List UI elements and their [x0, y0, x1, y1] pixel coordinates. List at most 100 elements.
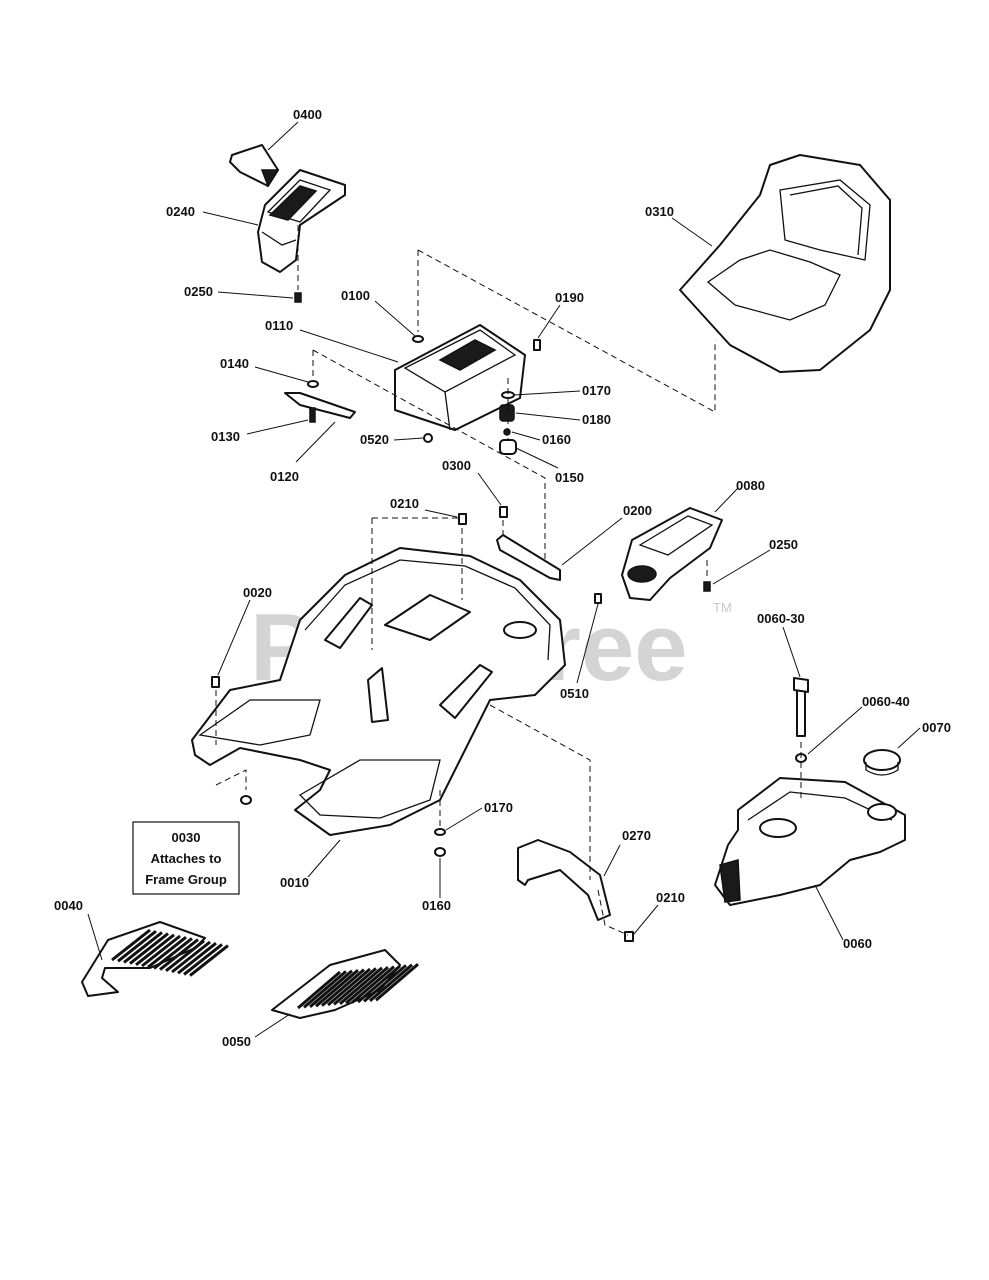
watermark-trademark: TM [713, 600, 732, 615]
tread-stripe [129, 932, 169, 965]
part-0120-seat-switch[interactable] [284, 392, 356, 419]
callout-0060-30[interactable]: 0060-30 [757, 611, 805, 626]
note-box-number: 0030 [172, 830, 201, 845]
tread-stripe [297, 970, 341, 1010]
tread-stripe [189, 944, 229, 977]
callout-labels: 0400 0240 0250 0100 0190 0110 0140 0170 … [54, 107, 951, 1049]
tread-stripe [357, 964, 401, 1004]
callout-0510[interactable]: 0510 [560, 686, 589, 701]
part-0300-screw[interactable] [499, 506, 508, 518]
callout-0400[interactable]: 0400 [293, 107, 322, 122]
part-0510-screw[interactable] [594, 593, 602, 604]
callout-0170-bottom[interactable]: 0170 [484, 800, 513, 815]
leader-lines [87, 121, 921, 1038]
tread-stripe [309, 969, 353, 1008]
callout-0060-40[interactable]: 0060-40 [862, 694, 910, 709]
callout-0120[interactable]: 0120 [270, 469, 299, 484]
part-0020-screw[interactable] [211, 676, 220, 688]
part-0210-screw-top[interactable] [458, 513, 467, 525]
tread-stripe [165, 939, 205, 972]
tread-stripe [183, 943, 223, 976]
part-0070-fuel-cap[interactable] [863, 749, 901, 776]
part-0160-nut-bottom[interactable] [434, 847, 446, 857]
callout-0200[interactable]: 0200 [623, 503, 652, 518]
callout-0040[interactable]: 0040 [54, 898, 83, 913]
callout-0100[interactable]: 0100 [341, 288, 370, 303]
part-0110-seat-bracket[interactable] [394, 324, 526, 431]
part-0180-spring[interactable] [499, 404, 515, 422]
part-0520-nut[interactable] [423, 433, 433, 443]
tread-stripe [327, 967, 371, 1007]
callout-0160-top[interactable]: 0160 [542, 432, 571, 447]
tread-stripe [303, 970, 347, 1009]
part-0170-washer-bottom[interactable] [434, 828, 446, 836]
tread-stripe [345, 966, 389, 1005]
callout-0140[interactable]: 0140 [220, 356, 249, 371]
tread-stripe [171, 940, 211, 974]
callout-0210-top[interactable]: 0210 [390, 496, 419, 511]
tread-stripe [339, 966, 383, 1005]
tread-stripe [375, 963, 419, 1002]
tread-stripe [351, 965, 395, 1004]
callout-0270[interactable]: 0270 [622, 828, 651, 843]
part-0030-nut[interactable] [240, 795, 252, 805]
tread-stripe [147, 936, 187, 969]
part-0010-fender[interactable] [191, 547, 566, 836]
tread-stripe [177, 942, 217, 975]
part-0190-pin[interactable] [533, 339, 541, 351]
callout-0080[interactable]: 0080 [736, 478, 765, 493]
callout-0240[interactable]: 0240 [166, 204, 195, 219]
callout-0150[interactable]: 0150 [555, 470, 584, 485]
callout-0130[interactable]: 0130 [211, 429, 240, 444]
tread-stripe [321, 968, 365, 1007]
callout-0520[interactable]: 0520 [360, 432, 389, 447]
part-0080-armrest[interactable] [621, 507, 723, 601]
tread-stripe [153, 937, 193, 970]
callout-0210-bottom[interactable]: 0210 [656, 890, 685, 905]
part-0060-fuel-tank[interactable] [714, 777, 906, 906]
callout-0250-top[interactable]: 0250 [184, 284, 213, 299]
callout-0020[interactable]: 0020 [243, 585, 272, 600]
tread-stripe [159, 938, 199, 971]
part-0250-screw-top[interactable] [294, 292, 302, 303]
callout-0300[interactable]: 0300 [442, 458, 471, 473]
part-0270-bracket[interactable] [517, 839, 611, 921]
part-0160-nut-top[interactable] [503, 428, 511, 436]
callout-0170-top[interactable]: 0170 [582, 383, 611, 398]
tread-stripe [369, 963, 413, 1002]
part-0040-footrest[interactable] [81, 921, 229, 997]
part-0310-seat[interactable] [679, 154, 891, 373]
tread-stripe [117, 930, 157, 963]
part-0060-30-fuel-line[interactable] [793, 677, 809, 737]
tread-stripe [141, 934, 181, 968]
callout-0010[interactable]: 0010 [280, 875, 309, 890]
callout-0250-right[interactable]: 0250 [769, 537, 798, 552]
callout-0190[interactable]: 0190 [555, 290, 584, 305]
callout-0060[interactable]: 0060 [843, 936, 872, 951]
part-0210-screw-bottom[interactable] [624, 931, 634, 942]
part-0240-armrest[interactable] [257, 169, 346, 273]
tread-stripe [333, 967, 377, 1006]
part-0130-screw[interactable] [309, 407, 316, 423]
callout-0050[interactable]: 0050 [222, 1034, 251, 1049]
tread-stripe [135, 933, 175, 966]
part-0140-washer[interactable] [307, 380, 319, 388]
note-box-line2: Frame Group [145, 872, 227, 887]
callout-0070[interactable]: 0070 [922, 720, 951, 735]
note-box-line1: Attaches to [151, 851, 222, 866]
tread-stripe [363, 964, 407, 1003]
part-0250-screw-right[interactable] [703, 581, 711, 592]
part-0150-bumper[interactable] [499, 439, 517, 455]
callout-0310[interactable]: 0310 [645, 204, 674, 219]
part-0100-washer[interactable] [412, 335, 424, 343]
tread-stripe [111, 928, 151, 962]
note-box-0030: 0030 Attaches to Frame Group [132, 821, 240, 895]
tread-stripe [123, 931, 163, 964]
tread-stripe [315, 969, 359, 1008]
callout-0160-bottom[interactable]: 0160 [422, 898, 451, 913]
part-0050-footrest[interactable] [271, 949, 419, 1019]
callout-0110[interactable]: 0110 [265, 318, 293, 333]
part-0400-cap[interactable] [229, 144, 280, 188]
callout-0180[interactable]: 0180 [582, 412, 611, 427]
